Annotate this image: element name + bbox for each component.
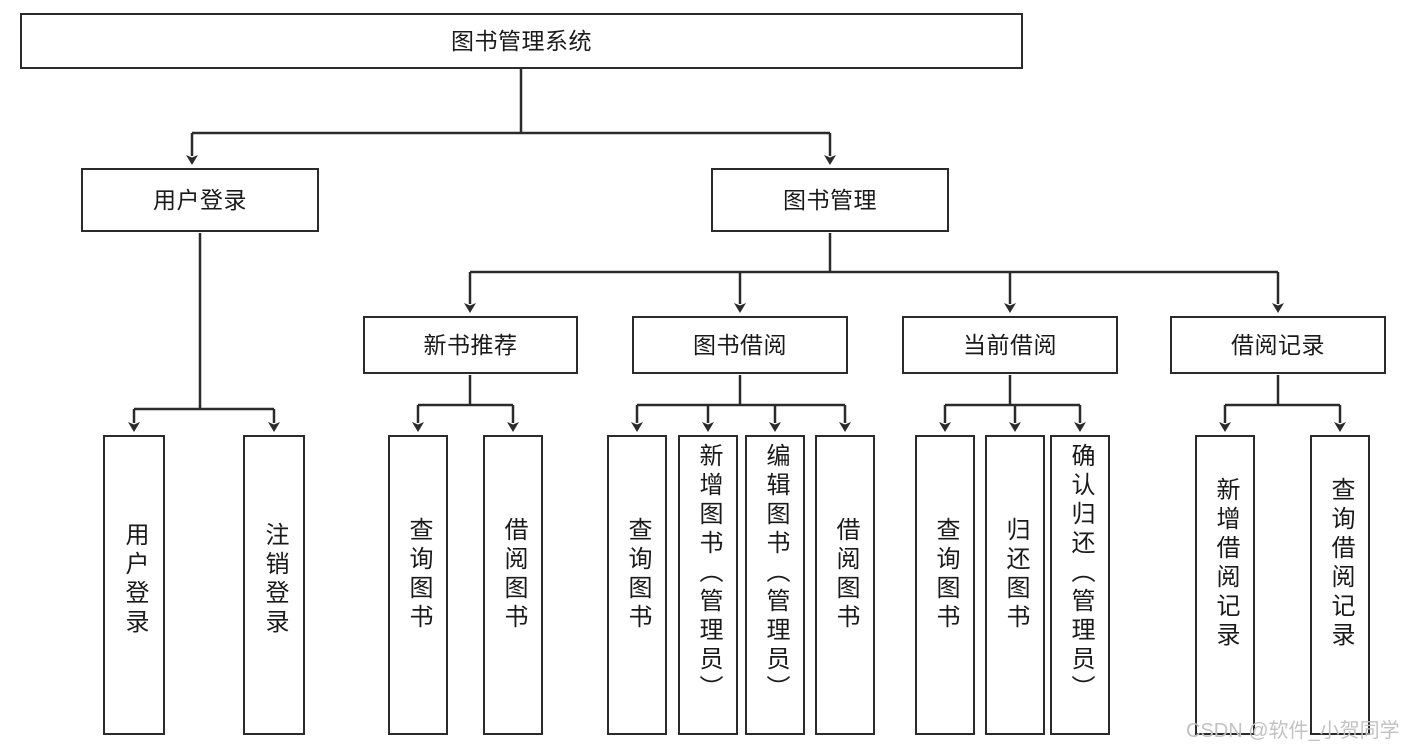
node-current-borrow-label: 当前借阅 — [963, 331, 1057, 358]
leaf-query-book-borrow-label: 查询图书 — [624, 517, 651, 633]
leaf-logout[interactable]: 注销登录 — [243, 435, 305, 735]
leaf-return-book-label: 归还图书 — [1002, 517, 1029, 633]
node-borrow-record[interactable]: 借阅记录 — [1170, 316, 1386, 374]
leaf-logout-label: 注销登录 — [261, 522, 288, 638]
leaf-query-book-current-label: 查询图书 — [932, 517, 959, 633]
node-root-system[interactable]: 图书管理系统 — [20, 13, 1023, 69]
leaf-borrow-book-borrow-label: 借阅图书 — [832, 517, 859, 633]
node-user-login-label: 用户登录 — [153, 186, 247, 213]
leaf-query-book-recommend-label: 查询图书 — [405, 517, 432, 633]
leaf-add-record-label: 新增借阅记录 — [1212, 477, 1239, 651]
leaf-query-book-recommend[interactable]: 查询图书 — [388, 435, 448, 735]
leaf-query-book-current[interactable]: 查询图书 — [915, 435, 975, 735]
leaf-add-book[interactable]: 新增图书（管理员） — [678, 435, 738, 735]
node-book-borrow-label: 图书借阅 — [693, 331, 787, 358]
node-book-management[interactable]: 图书管理 — [711, 168, 949, 232]
node-current-borrow[interactable]: 当前借阅 — [902, 316, 1118, 374]
node-borrow-record-label: 借阅记录 — [1231, 331, 1325, 358]
leaf-return-book[interactable]: 归还图书 — [985, 435, 1045, 735]
leaf-edit-book-label: 编辑图书（管理员） — [762, 443, 789, 704]
node-new-book-recommend[interactable]: 新书推荐 — [363, 316, 578, 374]
leaf-confirm-return-label: 确认归还（管理员） — [1067, 443, 1094, 704]
leaf-query-record[interactable]: 查询借阅记录 — [1310, 435, 1370, 735]
node-new-book-recommend-label: 新书推荐 — [423, 331, 518, 358]
leaf-add-record[interactable]: 新增借阅记录 — [1195, 435, 1255, 735]
node-root-label: 图书管理系统 — [451, 27, 592, 54]
node-book-management-label: 图书管理 — [783, 186, 877, 213]
leaf-user-login[interactable]: 用户登录 — [103, 435, 165, 735]
leaf-confirm-return[interactable]: 确认归还（管理员） — [1050, 435, 1110, 735]
watermark-text: CSDN @软件_小贺同学 — [1186, 720, 1400, 742]
leaf-user-login-label: 用户登录 — [121, 522, 148, 638]
leaf-edit-book[interactable]: 编辑图书（管理员） — [745, 435, 805, 735]
node-user-login[interactable]: 用户登录 — [81, 168, 319, 232]
leaf-borrow-book-borrow[interactable]: 借阅图书 — [815, 435, 875, 735]
leaf-query-book-borrow[interactable]: 查询图书 — [607, 435, 667, 735]
leaf-query-record-label: 查询借阅记录 — [1327, 477, 1354, 651]
leaf-borrow-book-recommend-label: 借阅图书 — [500, 517, 527, 633]
node-book-borrow[interactable]: 图书借阅 — [632, 316, 848, 374]
leaf-add-book-label: 新增图书（管理员） — [695, 443, 722, 704]
leaf-borrow-book-recommend[interactable]: 借阅图书 — [483, 435, 543, 735]
